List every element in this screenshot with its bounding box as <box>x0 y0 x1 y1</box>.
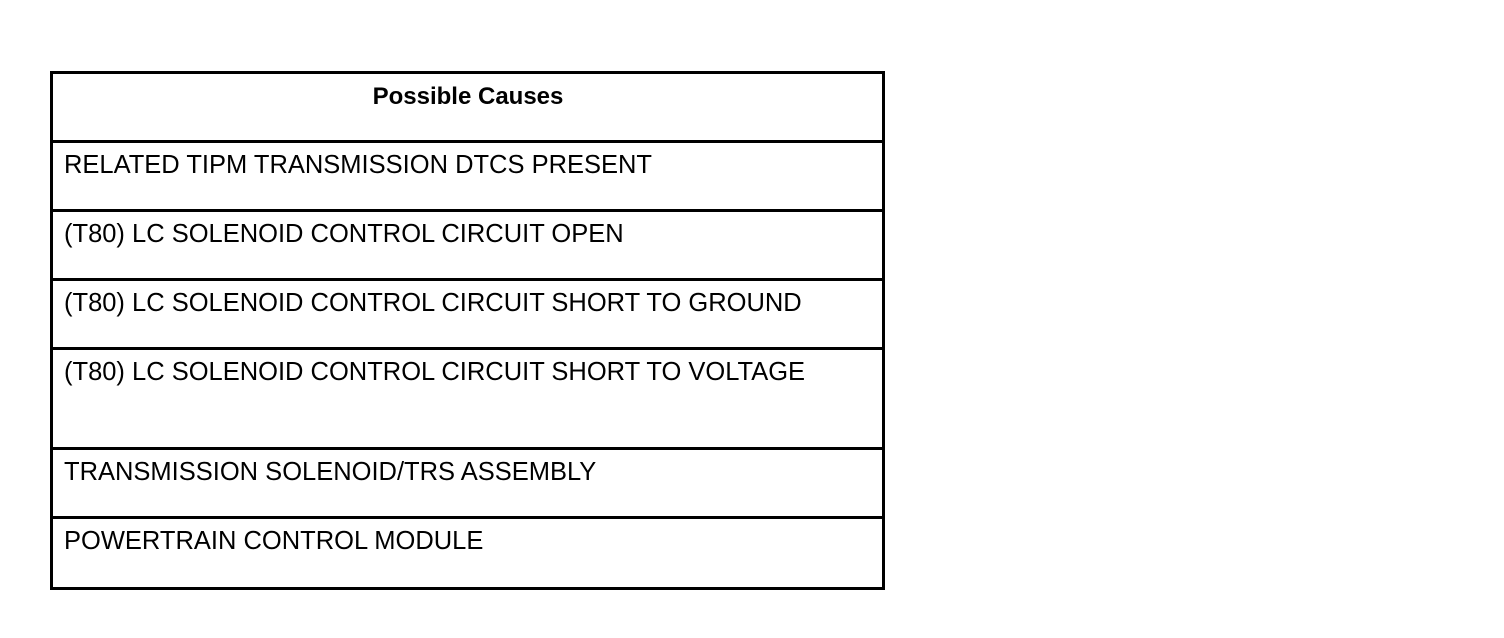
table-body: RELATED TIPM TRANSMISSION DTCS PRESENT (… <box>51 140 884 589</box>
table-cell: RELATED TIPM TRANSMISSION DTCS PRESENT <box>51 140 884 211</box>
possible-causes-table: Possible Causes RELATED TIPM TRANSMISSIO… <box>50 71 885 590</box>
table-row: RELATED TIPM TRANSMISSION DTCS PRESENT <box>51 140 884 211</box>
table-cell: POWERTRAIN CONTROL MODULE <box>51 516 884 589</box>
table-row: (T80) LC SOLENOID CONTROL CIRCUIT SHORT … <box>51 278 884 349</box>
header-row: Possible Causes <box>52 73 884 142</box>
table-cell: (T80) LC SOLENOID CONTROL CIRCUIT SHORT … <box>51 278 884 349</box>
table-row: (T80) LC SOLENOID CONTROL CIRCUIT OPEN <box>51 209 884 280</box>
table-row: TRANSMISSION SOLENOID/TRS ASSEMBLY <box>51 447 884 518</box>
table-header: Possible Causes <box>52 73 884 142</box>
table-row: (T80) LC SOLENOID CONTROL CIRCUIT SHORT … <box>51 347 884 449</box>
table-row: POWERTRAIN CONTROL MODULE <box>51 516 884 589</box>
column-header-possible-causes: Possible Causes <box>372 83 564 110</box>
table-cell: TRANSMISSION SOLENOID/TRS ASSEMBLY <box>51 447 884 518</box>
table-cell: (T80) LC SOLENOID CONTROL CIRCUIT SHORT … <box>51 347 884 449</box>
table-cell: (T80) LC SOLENOID CONTROL CIRCUIT OPEN <box>51 209 884 280</box>
